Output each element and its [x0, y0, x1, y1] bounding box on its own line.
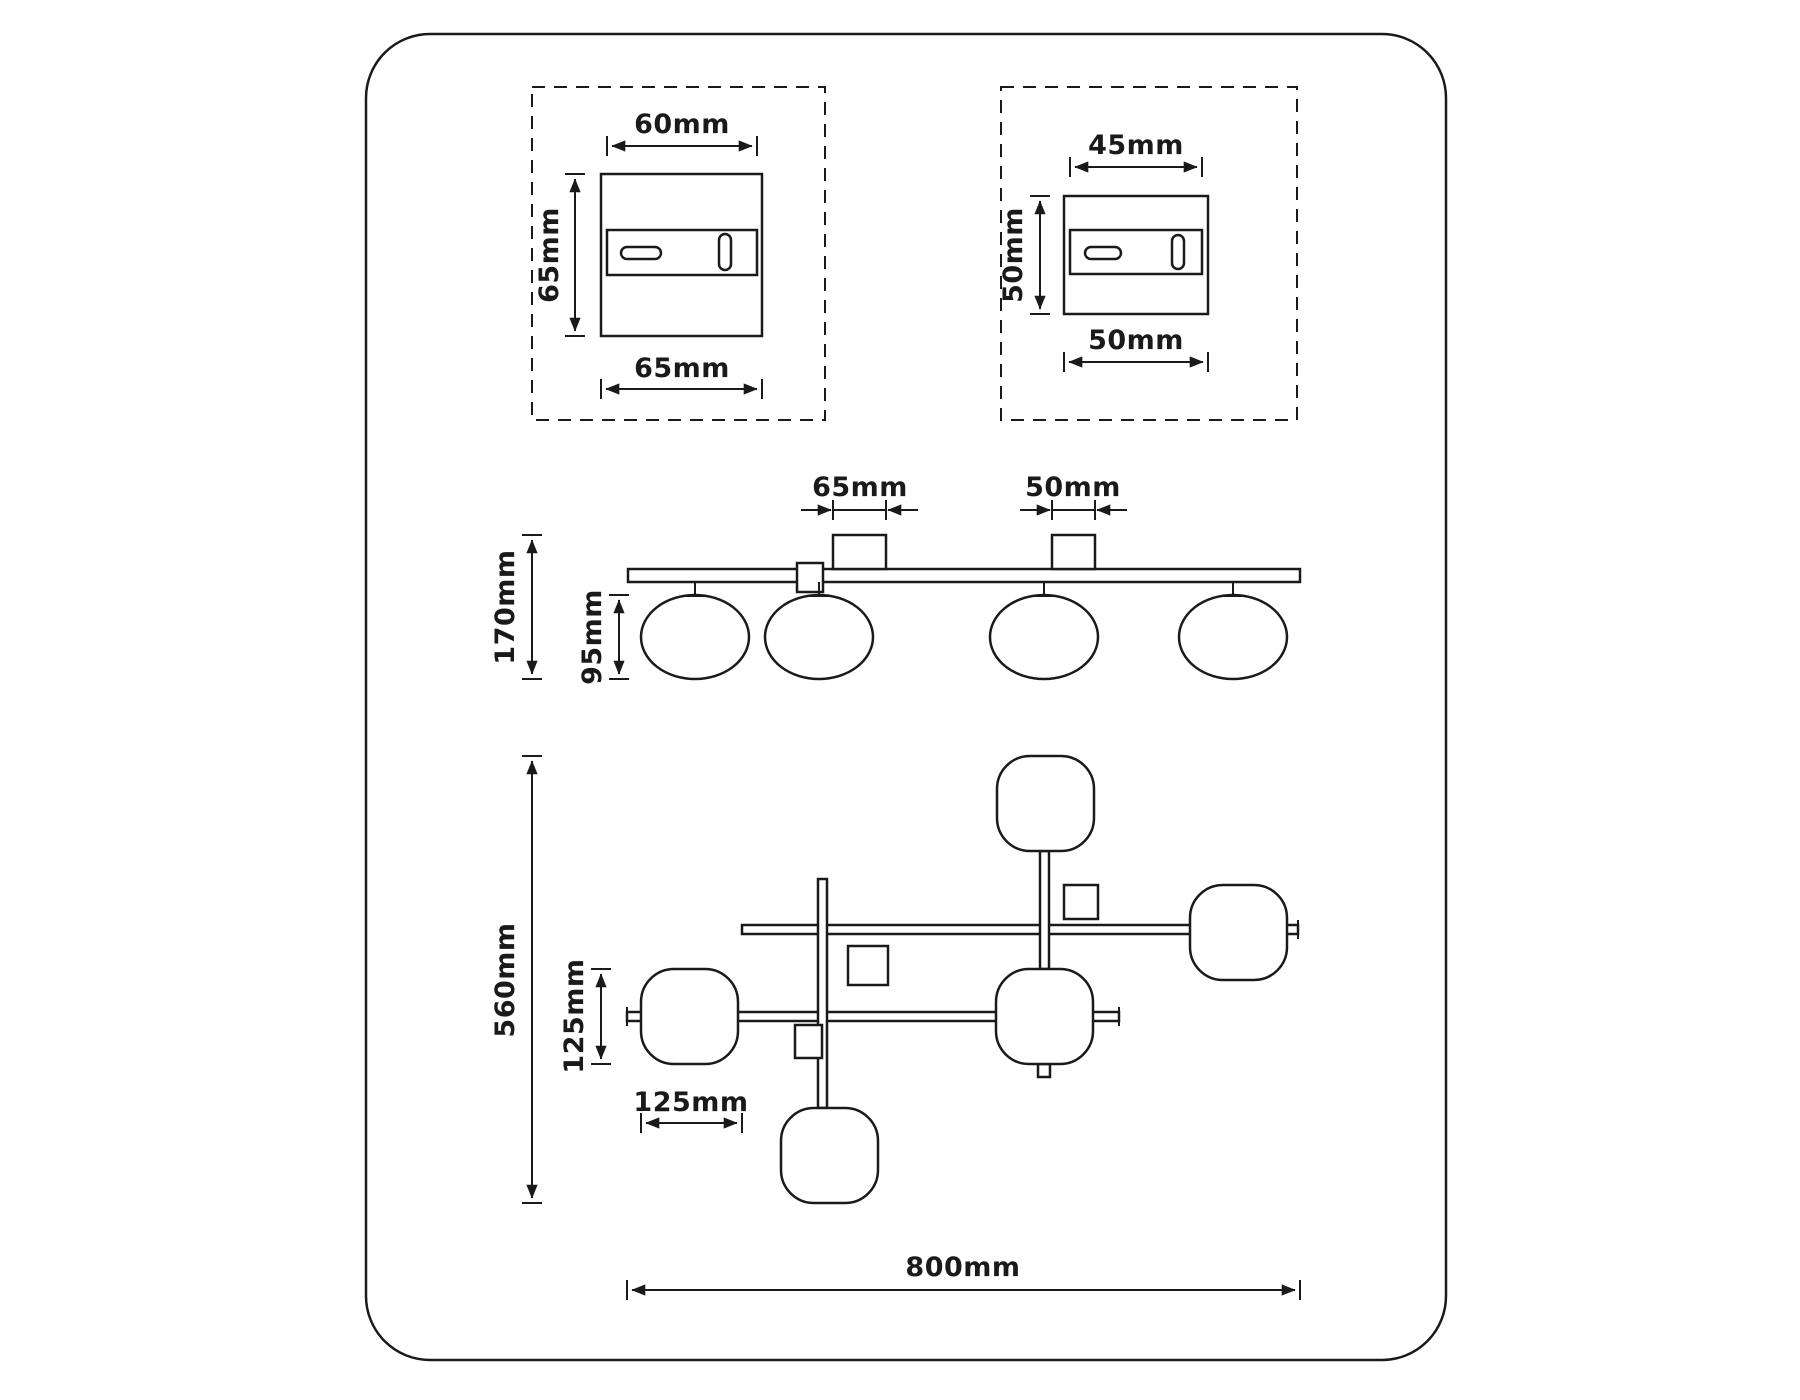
mount-plate-large-view: 60mm 65mm 65mm — [531, 86, 826, 421]
install-area-dashed-box — [531, 86, 826, 421]
dim-label-plate-width: 65mm — [634, 353, 730, 384]
lamp-shade-2 — [763, 582, 875, 681]
dim-canopy-large-width: 65mm — [801, 472, 918, 520]
dim-plate-height: 65mm — [534, 173, 585, 337]
dim-label-overall-height: 170mm — [490, 549, 521, 664]
shade-right — [1188, 883, 1289, 982]
dim-plate-height: 50mm — [998, 195, 1050, 315]
shade-stem — [1036, 1062, 1052, 1079]
dim-overall-height: 170mm — [490, 534, 542, 680]
dim-label-plate-height: 50mm — [998, 207, 1029, 303]
screw-slot-vertical — [1170, 233, 1186, 271]
dim-slot-width: 45mm — [1069, 130, 1203, 177]
install-area-dashed-box — [1000, 86, 1298, 421]
dim-canopy-small-width: 50mm — [1020, 472, 1127, 520]
dim-shade-height: 95mm — [577, 589, 629, 685]
screw-slot-horizontal — [1083, 245, 1123, 261]
junction-box-3 — [793, 1023, 824, 1060]
dim-slot-width: 60mm — [606, 109, 758, 156]
lamp-shade-4 — [1177, 582, 1289, 681]
lamp-shade-1 — [639, 582, 751, 681]
dim-label-slot-width: 45mm — [1088, 130, 1184, 161]
shade-left — [639, 967, 740, 1066]
dim-label-canopy-small: 50mm — [1025, 472, 1121, 503]
dim-label-plate-width: 50mm — [1088, 325, 1184, 356]
canopy-large — [831, 533, 888, 571]
dim-label-overall-depth: 560mm — [490, 922, 521, 1037]
lamp-shade-3 — [988, 582, 1100, 681]
shade-bottom — [779, 1106, 880, 1205]
arm-vertical-left — [816, 877, 829, 1110]
plan-view: 560mm 125mm 125mm 800mm — [490, 754, 1301, 1300]
side-view: 65mm 50mm 170mm 95mm — [490, 472, 1302, 685]
dim-overall-width: 800mm — [626, 1252, 1301, 1300]
dim-shade-size: 125mm — [559, 958, 611, 1074]
shade-middle — [994, 967, 1095, 1066]
dim-label-arm-offset: 125mm — [633, 1087, 748, 1118]
dim-label-slot-width: 60mm — [634, 109, 730, 140]
ceiling-bar — [626, 567, 1302, 584]
junction-box-2 — [846, 944, 890, 987]
mount-plate-small-view: 45mm 50mm 50mm — [998, 86, 1298, 421]
dim-label-shade-height: 95mm — [577, 589, 608, 685]
dim-label-overall-width: 800mm — [905, 1252, 1020, 1283]
junction-box-1 — [1062, 883, 1100, 921]
dim-overall-depth: 560mm — [490, 755, 542, 1204]
dim-label-shade-size: 125mm — [559, 958, 590, 1073]
dim-label-canopy-large: 65mm — [812, 472, 908, 503]
dim-plate-width: 50mm — [1063, 325, 1209, 372]
arm-vertical-right — [1038, 849, 1051, 971]
shade-top — [995, 754, 1096, 853]
canopy-small — [1050, 533, 1097, 571]
dim-arm-offset: 125mm — [633, 1087, 748, 1133]
screw-slot-vertical — [717, 232, 733, 272]
drawing-border — [364, 32, 1448, 1362]
screw-slot-horizontal — [619, 245, 663, 261]
dim-plate-width: 65mm — [600, 353, 763, 399]
dim-label-plate-height: 65mm — [534, 207, 565, 303]
